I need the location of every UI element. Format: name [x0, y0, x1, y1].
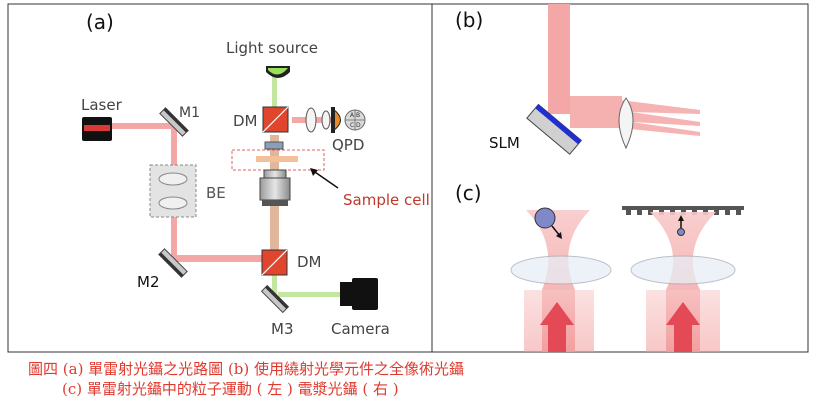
qpd-seg-a: A	[350, 112, 355, 119]
laser-beam-horizontal	[110, 123, 172, 129]
light-source-glow	[268, 68, 288, 75]
green-beam-top	[272, 70, 277, 122]
qpd-lens-2	[321, 110, 331, 130]
panel-b-label: (b)	[455, 8, 483, 32]
laser-label: Laser	[81, 96, 123, 114]
m2-label: M2	[137, 273, 160, 291]
panel-c: (c)	[455, 181, 744, 352]
qpd-seg-c: C	[350, 122, 354, 129]
sample-cell-arrowhead	[310, 168, 318, 176]
mirror-m2	[158, 248, 188, 278]
beam-expander	[149, 164, 197, 218]
green-beam-down	[272, 275, 277, 295]
diffracted-beams	[620, 100, 700, 136]
plasmonic-trap-diagram	[622, 206, 744, 352]
m1-label: M1	[179, 105, 200, 121]
dm-bottom-label: DM	[297, 253, 322, 271]
dichroic-mirror-bottom	[261, 249, 288, 276]
qpd-seg-d: D	[356, 122, 361, 129]
dichroic-mirror-top	[262, 106, 289, 133]
panel-b: (b) SLM	[455, 4, 700, 155]
beam-m2-dm	[174, 255, 274, 262]
qpd-seg-b: B	[356, 112, 360, 119]
slm-label: SLM	[489, 134, 520, 152]
qpd-lens-1	[305, 107, 317, 133]
objective-lens	[259, 169, 291, 206]
camera-label: Camera	[331, 320, 390, 338]
m3-label: M3	[271, 320, 294, 338]
sample-cell-label: Sample cell	[343, 191, 430, 209]
light-source-label: Light source	[226, 39, 318, 57]
green-beam-camera	[278, 292, 340, 297]
reflected-beam	[570, 96, 622, 128]
panel-a-label: (a)	[86, 10, 114, 34]
caption-line-1: 圖四 (a) 單雷射光鑷之光路圖 (b) 使用繞射光學元件之全像術光鑷	[28, 360, 465, 378]
camera-device	[340, 278, 378, 310]
mirror-m1	[159, 107, 189, 137]
incident-beam	[548, 4, 570, 114]
qpd-label: QPD	[332, 136, 364, 154]
optical-trap-diagram	[510, 207, 612, 352]
mirror-m3	[260, 284, 290, 314]
slm-device	[526, 103, 583, 155]
fourier-lens	[618, 97, 634, 150]
sample-cell-slide	[256, 156, 298, 162]
be-label: BE	[206, 184, 226, 202]
caption-line-2: (c) 單雷射光鑷中的粒子運動 ( 左 ) 電漿光鑷 ( 右 )	[62, 380, 399, 398]
qpd-mount	[331, 107, 335, 133]
sample-cell-arrow	[311, 169, 339, 189]
condenser	[264, 141, 284, 150]
panel-a: (a) Light source Laser M1 BE M2 DM DM QP…	[81, 10, 430, 338]
panel-c-label: (c)	[455, 181, 482, 205]
laser-aperture	[84, 125, 110, 131]
dm-top-label: DM	[233, 112, 258, 130]
